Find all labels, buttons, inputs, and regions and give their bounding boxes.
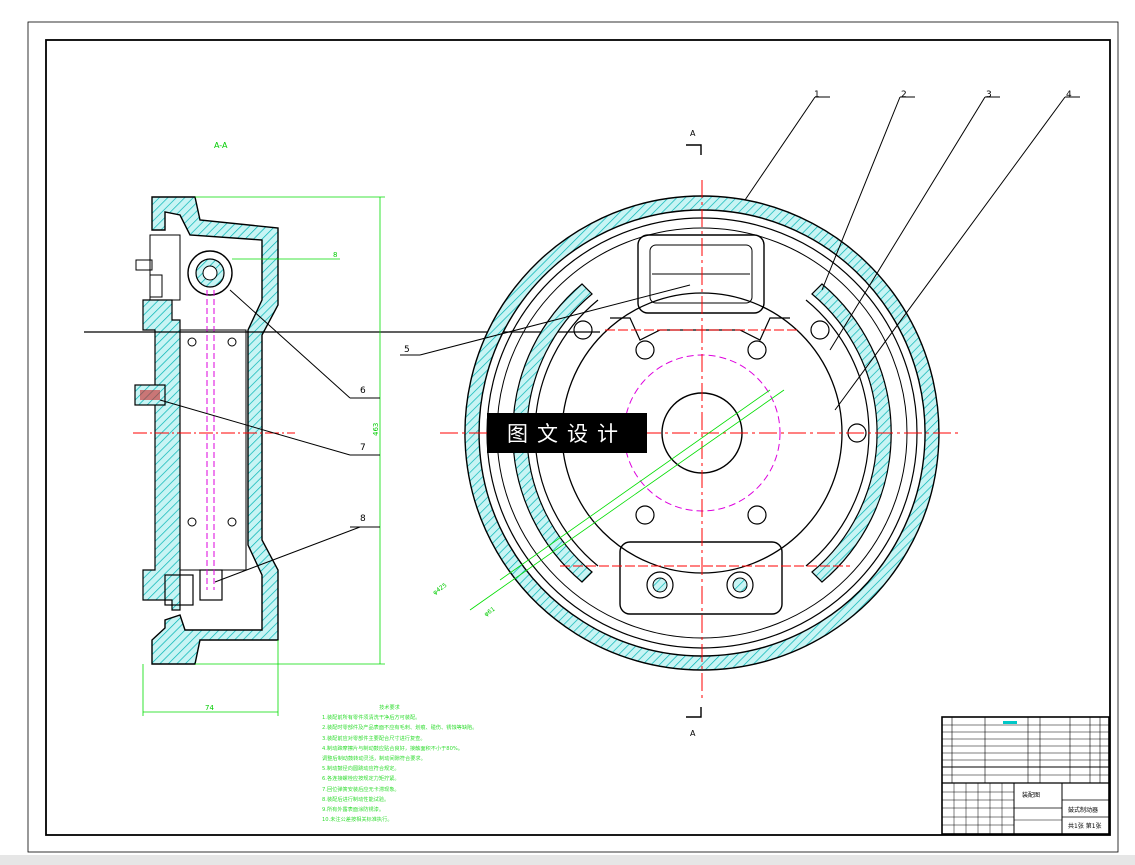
front-view: A A [400,90,1080,738]
note-item: 3.装配前应对零部件主要配合尺寸进行复查。 [322,735,426,742]
part-number-7: 7 [360,443,366,453]
note-item: 6.各连接螺栓应按规定力矩拧紧。 [322,776,400,783]
note-item: 7.回位弹簧安装后应无卡滞现象。 [322,786,400,793]
drum-section [151,196,279,665]
window-bottom-strip [0,855,1135,865]
brake-lining-left [512,283,593,583]
part-number-6: 6 [360,386,366,396]
title-block-subtitle: 鼓式制动器 [1068,807,1099,814]
part-number-1: 1 [814,90,820,100]
dimension-width: 74 [205,704,214,712]
part-number-3: 3 [986,90,992,100]
dimension-height: 463 [372,423,380,436]
section-mark-top: A [690,129,696,138]
note-item: 4.制动蹄摩擦片与制动鼓应贴合良好，接触面积不小于80%。 [322,745,463,752]
part-number-2: 2 [901,90,907,100]
note-item: 8.装配后进行制动性能试验。 [322,796,390,803]
drawing-frame [45,39,1111,836]
sheet-trim [27,21,1119,853]
wheel-cylinder [637,234,765,314]
note-item: 2.装配时零部件及产品表面不应有毛刺、划痕、碰伤、锈蚀等缺陷。 [322,725,478,732]
note-item: 1.装配前所有零件须清洗干净后方可装配。 [322,715,421,722]
section-label: A-A [214,141,228,150]
title-block-name: 装配图 [1022,792,1041,799]
note-item: 9.所有外露表面涂防锈漆。 [322,807,385,814]
dimension-diameter-inner: φ61 [483,606,497,618]
backing-plate [142,299,181,611]
note-item: 调整后制动鼓转动灵活，制动间隙符合要求。 [322,756,426,763]
drum-ring [464,195,940,671]
note-item: 10.未注公差按相关标准执行。 [322,817,393,824]
part-number-4: 4 [1066,90,1072,100]
part-number-8: 8 [360,514,366,524]
section-mark-bottom: A [690,729,696,738]
part-number-5: 5 [404,345,410,355]
technical-notes: 技术要求 1.装配前所有零件须清洗干净后方可装配。 2.装配时零部件及产品表面不… [322,703,622,825]
title-block-sheet: 共1张 第1张 [1068,823,1102,830]
watermark-banner: 图文设计 [487,413,647,453]
dimension-offset: 8 [333,251,337,259]
anchor-block [619,541,783,615]
dimension-diameter-outer: φ425 [432,582,449,597]
title-block [941,716,1110,835]
note-item: 5.制动鼓径向圆跳动应符合规定。 [322,766,400,773]
section-view: A-A 463 [84,141,600,716]
brake-lining-right [811,283,892,583]
notes-title: 技术要求 [379,705,400,711]
